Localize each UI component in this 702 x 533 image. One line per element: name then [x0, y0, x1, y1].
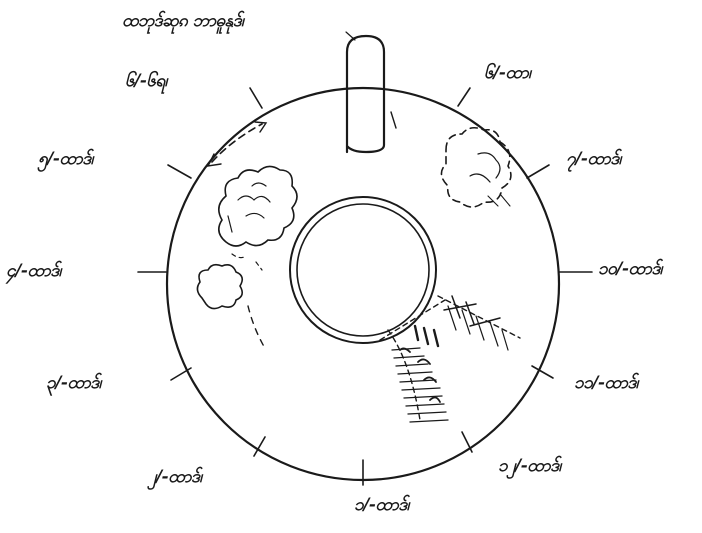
label-lower-right: ၁၁/-ထာဒ်၊: [574, 372, 638, 397]
inner-ring-outer: [290, 197, 436, 343]
inner-ring-inner: [297, 204, 429, 336]
cloud-left: [197, 265, 242, 309]
label-top-left: ၆/-၆ရ၊: [125, 70, 167, 95]
rotation-arc: [212, 124, 262, 162]
tick-top-left: [250, 88, 262, 108]
tick-upper-left: [168, 165, 191, 178]
label-upper-left: ၅/-ထာဒ်၊: [38, 148, 93, 173]
label-bottom: ၁/-ထာဒ်၊: [354, 494, 409, 519]
tick-upper-right: [527, 165, 549, 178]
tick-top-right: [458, 88, 470, 106]
label-right: ၁၀/-ထာဒ်၊: [598, 258, 662, 283]
label-top-right: ၆/-ထာ၊: [484, 62, 530, 87]
shaded-sector: [380, 296, 520, 422]
label-upper-right: ၇/-ထာဒ်၊: [566, 148, 621, 173]
label-bottom-left: ၂/-ထာဒ်၊: [148, 466, 202, 491]
outer-disc: [167, 88, 559, 480]
cloud-upper-left: [219, 166, 297, 246]
label-lower-left: ၃/-ထာဒ်၊: [46, 372, 101, 397]
top-caption: ထဘုဒ်ဆုၵ ဘာဓူနုဒ်၊: [122, 10, 243, 35]
label-left: ၄/-ထာဒ်၊: [6, 260, 61, 285]
hanging-loop: [347, 36, 384, 152]
label-bottom-right: ၁၂/-ထာဒ်၊: [498, 455, 561, 480]
